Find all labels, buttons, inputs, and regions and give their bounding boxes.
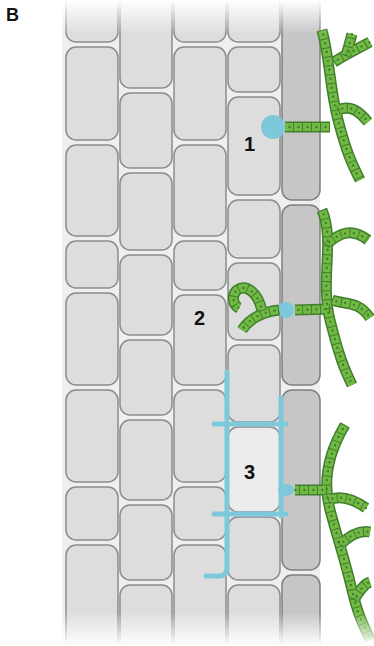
appressorium: [261, 115, 285, 139]
cell: [228, 345, 280, 422]
top-fade: [0, 0, 374, 34]
cell: [228, 200, 280, 258]
callout-number: 1: [244, 134, 255, 154]
cell: [66, 293, 118, 385]
cell: [174, 390, 226, 482]
cell: [174, 47, 226, 140]
callout-number: 3: [244, 462, 255, 482]
cell: [282, 205, 320, 385]
hypha-fill: [233, 30, 370, 640]
colonised-cell: [228, 427, 280, 512]
hypha-nuclei: [233, 30, 370, 640]
callout-number: 2: [194, 308, 205, 328]
hypha-septa: [233, 30, 370, 640]
cell: [66, 487, 118, 540]
hypha-outline: [233, 30, 370, 640]
entry-point: [278, 484, 294, 496]
cell: [174, 241, 226, 290]
intercellular-hyphae: [206, 372, 286, 576]
cell: [282, 390, 320, 570]
blue-hypha: [214, 512, 286, 517]
panel-letter: B: [6, 6, 19, 24]
blue-hypha: [206, 372, 227, 576]
bottom-fade: [0, 612, 374, 646]
cell: [66, 47, 118, 140]
cell: [174, 145, 226, 236]
cell: [120, 255, 172, 335]
cell: [120, 420, 172, 500]
cell: [120, 173, 172, 250]
blue-hypha: [279, 398, 284, 516]
cell: [120, 93, 172, 168]
cell: [66, 390, 118, 482]
cell: [228, 47, 280, 92]
cell: [228, 97, 280, 195]
cell: [174, 295, 226, 385]
blue-hypha: [214, 422, 286, 427]
epidermis-cells: [282, 0, 320, 646]
cell: [228, 517, 280, 580]
green-hyphae: [233, 30, 370, 640]
cell: [120, 340, 172, 415]
cell: [120, 505, 172, 580]
cell: [66, 241, 118, 288]
penetration-point: [278, 302, 294, 318]
cell: [66, 145, 118, 236]
